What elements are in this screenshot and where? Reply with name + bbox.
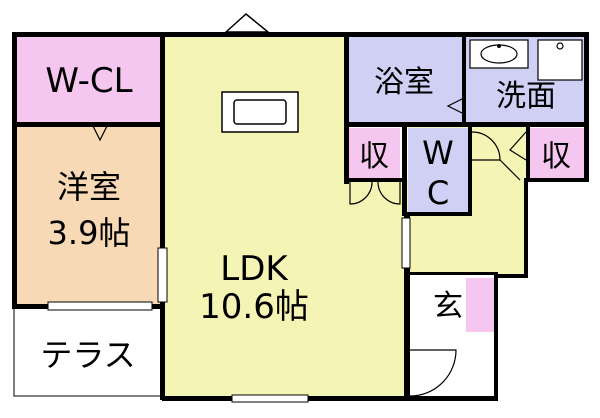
wcl-label: W-CL <box>45 61 132 101</box>
bath-room <box>348 36 464 124</box>
terrace-label: テラス <box>40 336 135 374</box>
washroom-label: 洗面 <box>496 79 556 114</box>
windows <box>47 217 411 403</box>
entrance-step <box>466 278 494 332</box>
wcl-room <box>16 36 162 124</box>
ldk-room <box>164 36 346 400</box>
ldk-room-extension <box>346 180 408 400</box>
ldk-label-line2: 10.6帖 <box>199 287 309 327</box>
door-swings <box>91 97 527 397</box>
toilet-label-line2: C <box>427 174 449 212</box>
ldk-label-line1: LDK <box>220 249 289 289</box>
western-label-line1: 洋室 <box>57 168 121 206</box>
washroom-fixtures <box>469 39 583 81</box>
entry-arrow-icon <box>224 13 271 33</box>
toilet-room <box>408 128 468 214</box>
storage-right <box>530 128 584 178</box>
bath-label: 浴室 <box>374 65 434 100</box>
storage-left-label: 収 <box>359 139 389 174</box>
storage-left <box>348 128 400 178</box>
toilet-label-line1: W <box>422 134 454 172</box>
western-label-line2: 3.9帖 <box>48 214 131 252</box>
kitchen-counter <box>221 91 299 133</box>
storage-right-label: 収 <box>541 139 571 174</box>
western-room <box>16 124 162 304</box>
entrance-label: 玄 <box>433 289 463 324</box>
